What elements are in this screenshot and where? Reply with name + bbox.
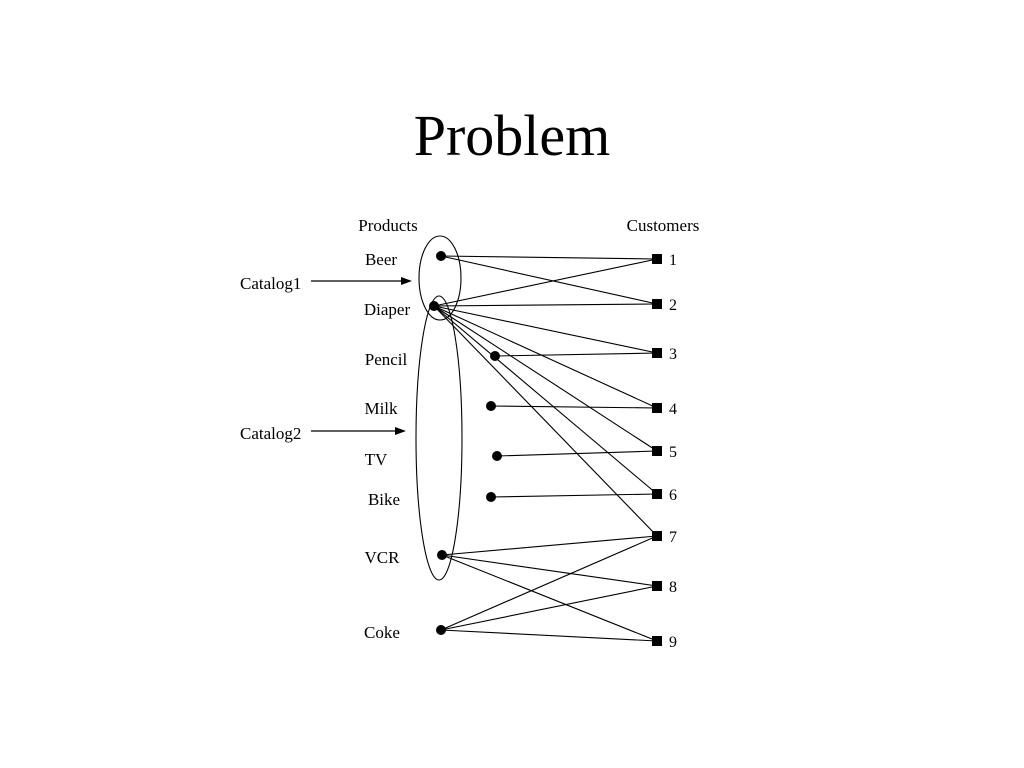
customer-label-8: 8 [669,579,677,596]
customer-label-2: 2 [669,297,677,314]
product-label-diaper: Diaper [364,300,411,319]
product-label-tv: TV [365,450,388,469]
product-label-beer: Beer [365,250,397,269]
edge-diaper-4 [433,305,658,409]
customer-label-6: 6 [669,487,677,504]
customer-node-5 [652,446,662,456]
customer-nodes: 1 2 3 4 5 6 7 8 9 [652,252,677,651]
edge-coke-7 [440,535,658,631]
edge-beer-2 [440,255,658,305]
edge-bike-6 [490,493,658,498]
product-node-tv [492,451,502,461]
catalog2-ellipse [415,295,463,581]
product-label-coke: Coke [364,623,400,642]
slide-title: Problem [413,103,611,168]
edge-pencil-3 [494,352,658,357]
customer-label-3: 3 [669,346,677,363]
product-label-vcr: VCR [365,548,401,567]
edge-diaper-6 [433,305,658,495]
edge-diaper-2 [433,303,658,307]
edge-diaper-3 [433,305,658,354]
product-node-pencil [490,351,500,361]
product-node-vcr [437,550,447,560]
customer-node-3 [652,348,662,358]
edge-tv-5 [496,450,658,457]
customers-header: Customers [627,216,700,235]
edge-diaper-1 [433,258,658,307]
edge-vcr-8 [441,554,658,587]
edge-diaper-7 [433,305,658,537]
edge-vcr-7 [441,535,658,556]
catalog1-ellipse [418,235,462,321]
customer-node-4 [652,403,662,413]
customer-node-2 [652,299,662,309]
edge-coke-9 [440,629,658,642]
customer-node-7 [652,531,662,541]
customer-label-1: 1 [669,252,677,269]
catalog2-arrowhead [395,427,406,435]
customer-node-8 [652,581,662,591]
product-label-bike: Bike [368,490,400,509]
edge-diaper-5 [433,305,658,452]
product-node-milk [486,401,496,411]
purchase-edges [433,255,658,642]
customer-node-1 [652,254,662,264]
products-header: Products [358,216,418,235]
customer-node-9 [652,636,662,646]
catalog1-arrowhead [401,277,412,285]
product-node-beer [436,251,446,261]
product-node-diaper [429,301,439,311]
product-label-milk: Milk [364,399,398,418]
customer-label-7: 7 [669,529,677,546]
edge-coke-8 [440,585,658,631]
edge-beer-1 [440,255,658,260]
customer-label-9: 9 [669,634,677,651]
customer-label-4: 4 [669,401,677,418]
product-node-bike [486,492,496,502]
product-node-coke [436,625,446,635]
edge-vcr-9 [441,554,658,642]
customer-node-6 [652,489,662,499]
product-label-pencil: Pencil [365,350,408,369]
catalog2-label: Catalog2 [240,424,301,443]
edge-milk-4 [490,405,658,409]
catalog1-label: Catalog1 [240,274,301,293]
customer-label-5: 5 [669,444,677,461]
